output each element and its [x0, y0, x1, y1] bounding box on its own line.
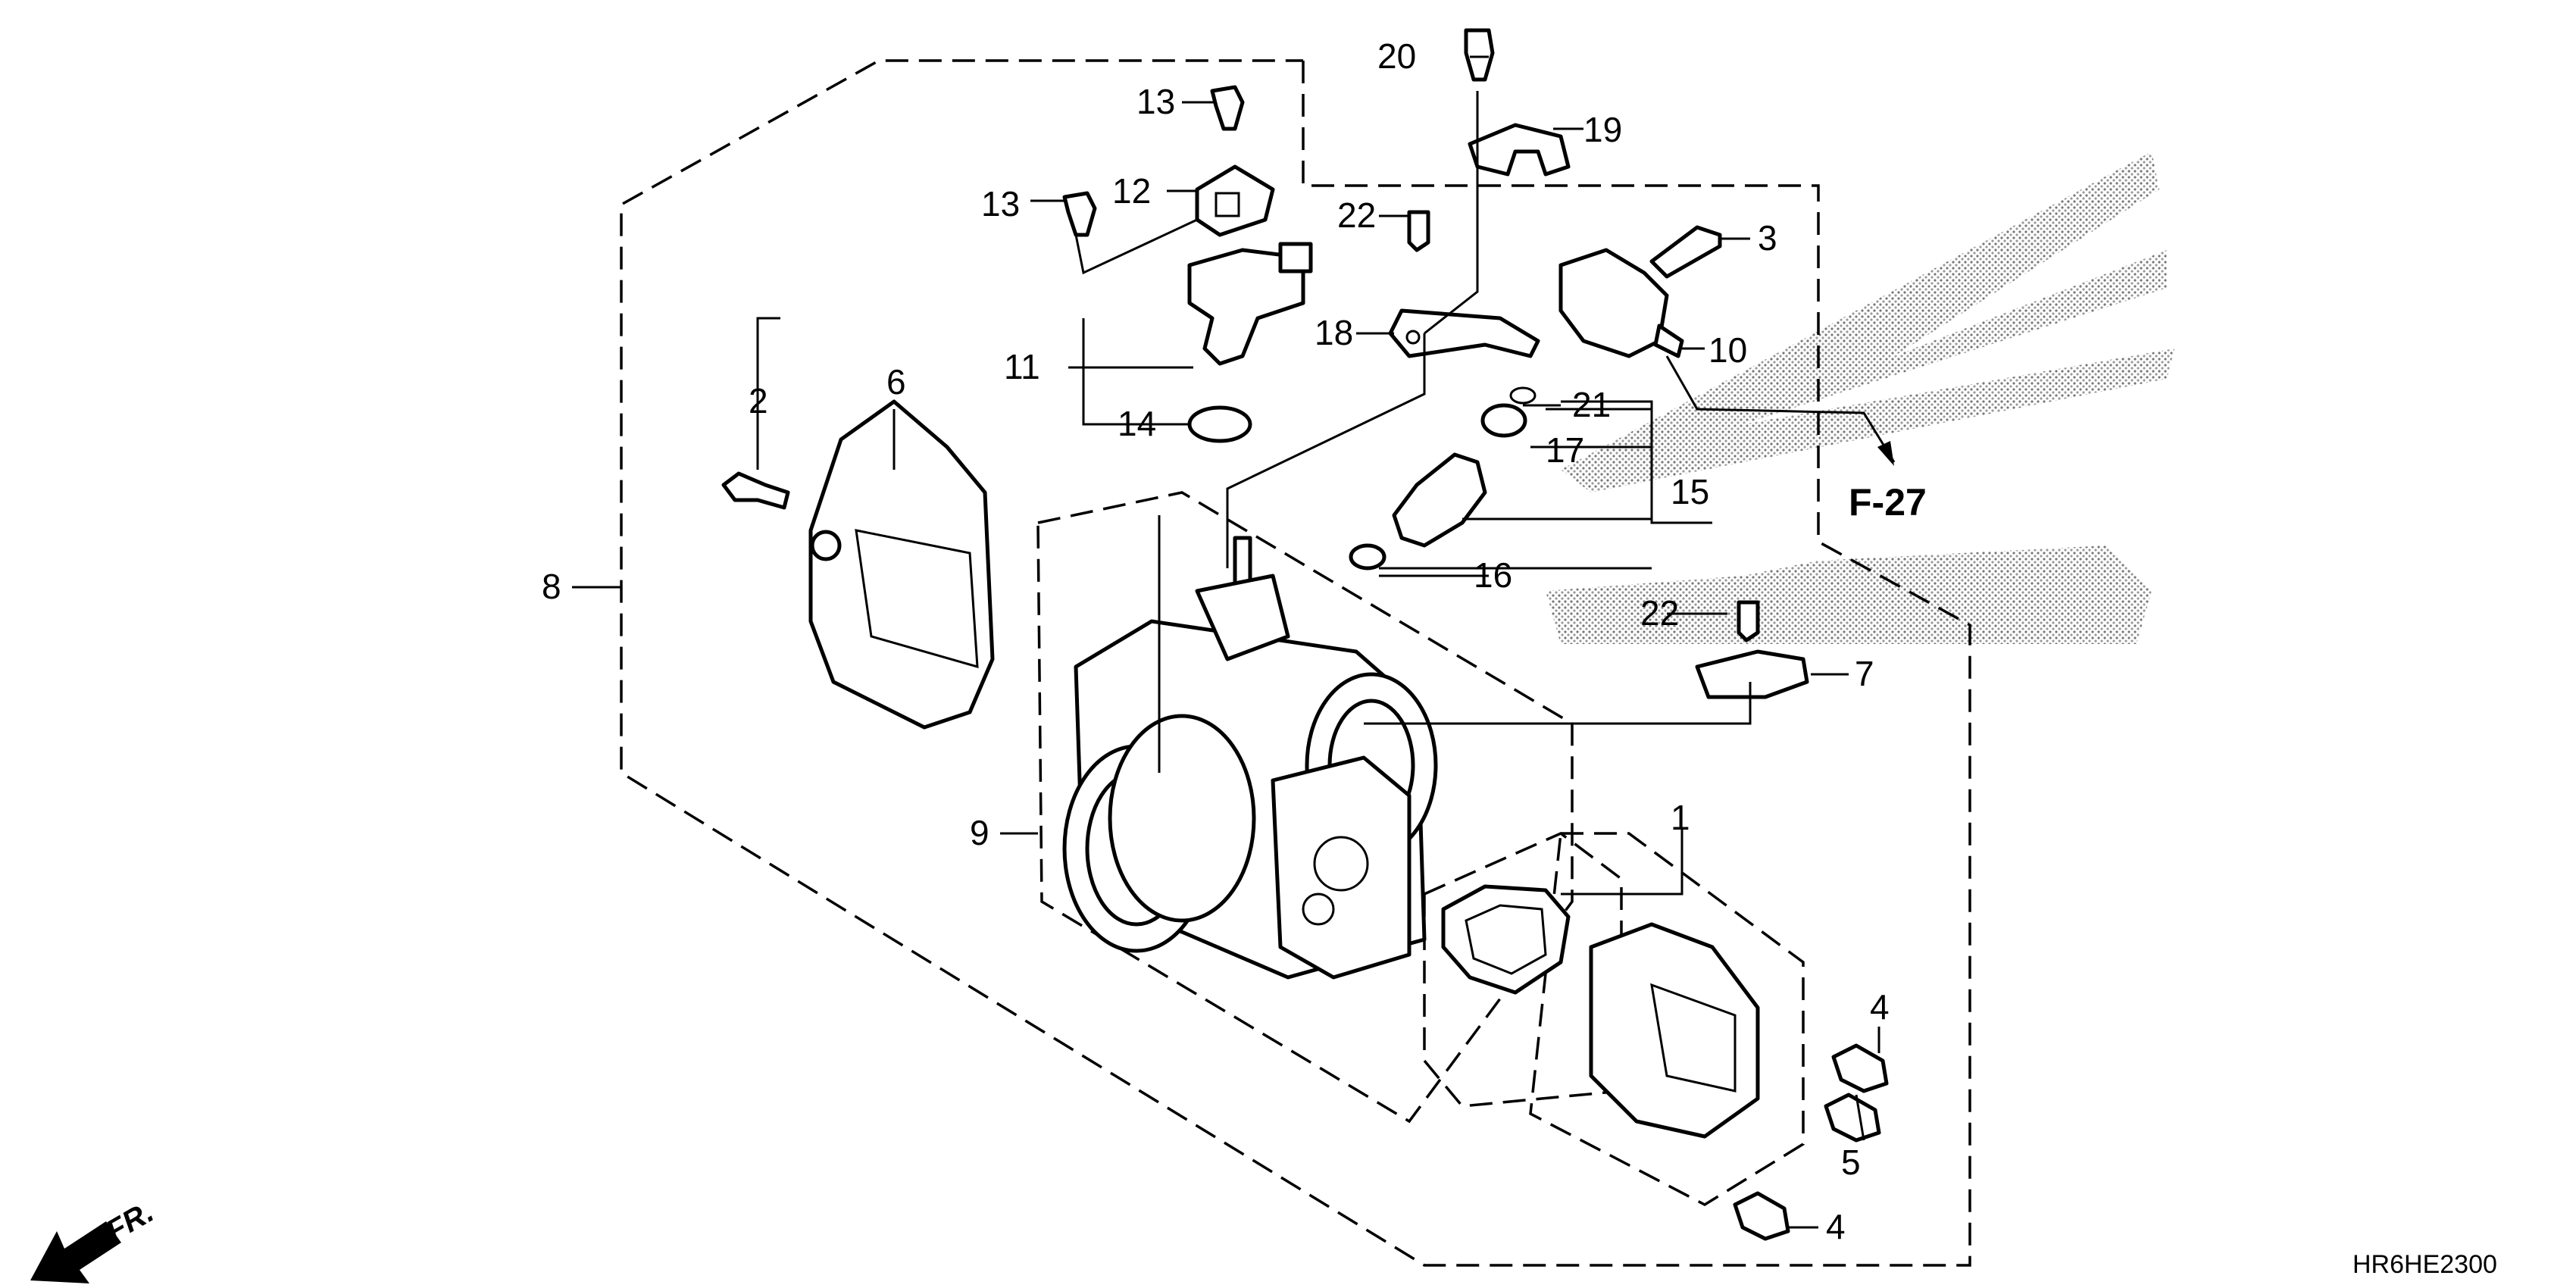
injector-15-drawing: [1349, 386, 1537, 571]
callout-4-upper[interactable]: 4: [1870, 987, 1890, 1027]
front-arrow-icon: [30, 1221, 121, 1283]
callout-20[interactable]: 20: [1377, 36, 1416, 76]
clamp-19-drawing: [1468, 123, 1571, 177]
cover-6-drawing: [808, 399, 995, 730]
bracket-7-drawing: [1695, 649, 1809, 699]
bolts-22-drawing: [1407, 210, 1760, 642]
callout-6[interactable]: 6: [886, 362, 906, 402]
throttle-body-drawing: [1062, 536, 1438, 980]
reference-arrow: [1877, 441, 1894, 466]
callout-22-top[interactable]: 22: [1337, 195, 1376, 235]
callout-11[interactable]: 11: [1004, 347, 1040, 386]
front-indicator: FR.: [30, 1195, 159, 1283]
callout-8[interactable]: 8: [542, 567, 561, 606]
assembly-8-outline: [620, 59, 1971, 1267]
callout-labels: 20 13 19 12 13 22 3 18 10 11 2 21 6 14 1…: [542, 36, 1927, 1246]
sensor-unit-1-drawing: [1589, 922, 1760, 1139]
honda-wing-watermark: [1546, 152, 2174, 644]
callout-10[interactable]: 10: [1708, 330, 1747, 370]
callout-19[interactable]: 19: [1583, 110, 1622, 149]
leader-lines: [572, 55, 1896, 1229]
callout-4-lower[interactable]: 4: [1826, 1207, 1846, 1246]
callout-9[interactable]: 9: [970, 813, 989, 852]
sensor-unit-1-outline: [1529, 832, 1805, 1207]
gasket-drawing: [1441, 884, 1571, 995]
bolts-4-5-drawing: [1733, 1043, 1889, 1241]
screws-13-drawing: [1062, 85, 1245, 237]
bolt-2-drawing: [721, 471, 790, 510]
diagram-code: HR6HE2300: [2352, 1250, 2497, 1279]
injector-10-drawing: [1558, 248, 1684, 358]
bolt-3-drawing: [1649, 225, 1722, 279]
callout-22-right[interactable]: 22: [1640, 593, 1679, 633]
callout-16[interactable]: 16: [1474, 555, 1512, 595]
sensor-11-drawing: [1187, 242, 1313, 443]
callout-21[interactable]: 21: [1572, 385, 1611, 424]
callout-18[interactable]: 18: [1315, 313, 1353, 352]
bracket-18-drawing: [1388, 308, 1540, 358]
plate-12-drawing: [1195, 164, 1275, 237]
callout-13-top[interactable]: 13: [1136, 82, 1175, 121]
reference-f27[interactable]: F-27: [1849, 481, 1927, 524]
callout-14[interactable]: 14: [1118, 404, 1156, 443]
callout-7[interactable]: 7: [1855, 654, 1874, 693]
callout-5[interactable]: 5: [1841, 1143, 1861, 1182]
callout-15[interactable]: 15: [1671, 472, 1709, 511]
callout-12[interactable]: 12: [1112, 171, 1151, 211]
callout-2[interactable]: 2: [749, 381, 768, 420]
throttle-body-9-outline: [1036, 491, 1574, 1124]
callout-1[interactable]: 1: [1671, 798, 1690, 837]
callout-3[interactable]: 3: [1758, 218, 1777, 258]
callout-13-left[interactable]: 13: [981, 184, 1020, 224]
callout-17[interactable]: 17: [1546, 430, 1584, 470]
bolt-20-drawing: [1464, 28, 1495, 82]
